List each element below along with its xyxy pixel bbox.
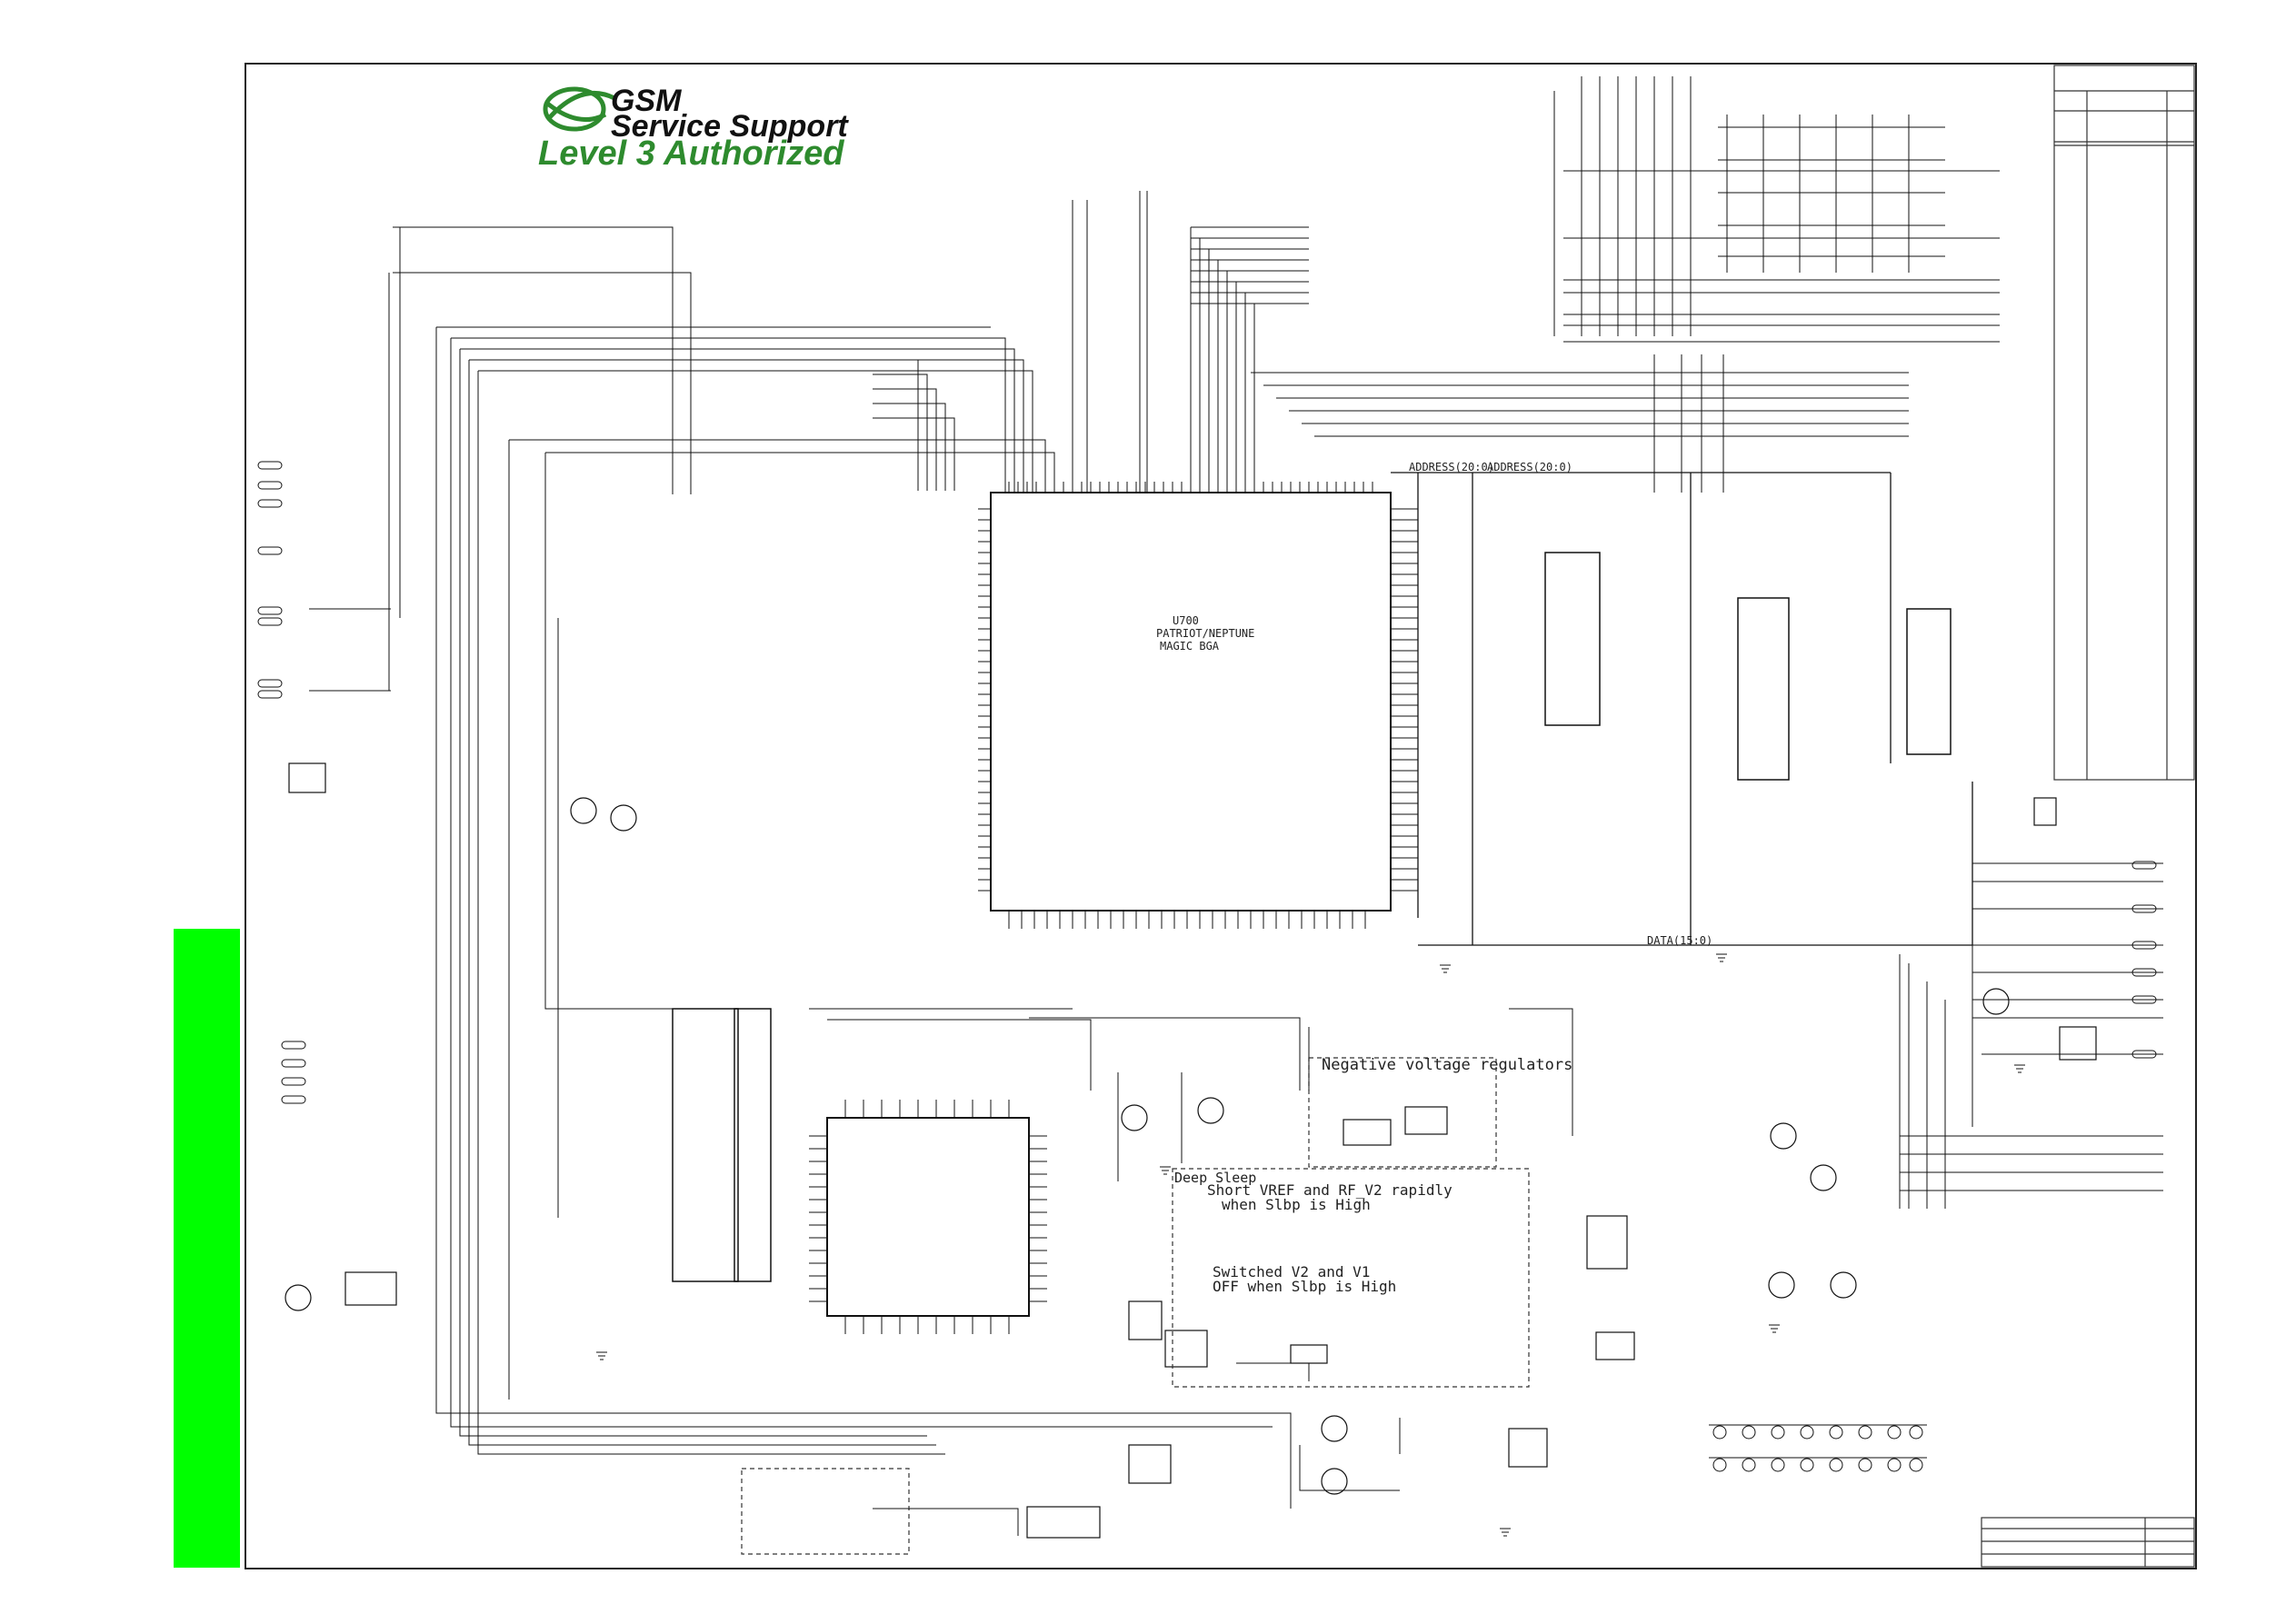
power-ic [826, 1117, 1030, 1317]
u700-left-pins [978, 508, 991, 892]
lower-center-wires [809, 1008, 1573, 1536]
u700-ref: U700 [1173, 614, 1199, 627]
audio-ic [672, 1008, 739, 1282]
deep-sleep-note-1: Short VREF and RF_V2 rapidly [1207, 1181, 1452, 1199]
sheet-border [245, 63, 2197, 1569]
logo-line1: GSM [611, 84, 682, 118]
revision-block [2053, 65, 2195, 781]
switched-note-2: OFF when Slbp is High [1213, 1278, 1397, 1295]
u700-right-pins [1391, 508, 1418, 892]
deep-sleep-box [1172, 1168, 1530, 1388]
address-bus [1391, 472, 1973, 946]
flash-memory [1544, 552, 1601, 726]
data-bus-label: DATA(15:0) [1647, 934, 1713, 947]
transistors [285, 797, 2010, 1495]
right-side-wires [1899, 782, 2163, 1209]
ground-symbols [596, 953, 2025, 1537]
backlight-leds [1709, 1424, 1927, 1472]
sram-memory [1737, 597, 1790, 781]
left-connectors [257, 461, 2157, 1104]
negative-regulators-box [1308, 1057, 1497, 1168]
u700-name: PATRIOT/NEPTUNE [1156, 627, 1255, 640]
left-trunk-wires [309, 227, 945, 1455]
address-bus-label-2: ADDRESS(20:0) [1487, 461, 1572, 473]
title-block [1981, 1517, 2195, 1568]
globe-swoosh-icon [543, 86, 616, 132]
deep-sleep-note-2: when Slbp is High [1222, 1196, 1371, 1213]
logo-line3: Level 3 Authorized [538, 135, 844, 173]
eeprom-memory [1906, 608, 1952, 755]
main-processor-u700 [990, 492, 1392, 912]
logo-line2: Service Support [611, 109, 848, 144]
codec-ic [734, 1008, 772, 1282]
u700-bottom-pins [1008, 911, 1366, 929]
keypad-matrix [1553, 76, 2000, 343]
upper-signal-wires [393, 191, 1909, 494]
small-ics [288, 762, 2097, 1539]
address-bus-label: ADDRESS(20:0) [1409, 461, 1494, 473]
side-bar [174, 929, 240, 1568]
power-ic-pins [809, 1100, 1047, 1334]
speaker-amp-box [741, 1468, 910, 1555]
u700-package: MAGIC BGA [1160, 640, 1220, 653]
switched-note-1: Switched V2 and V1 [1213, 1263, 1371, 1280]
deep-sleep-title: Deep Sleep [1174, 1170, 1257, 1186]
negative-regulators-label: Negative voltage regulators [1322, 1056, 1573, 1074]
